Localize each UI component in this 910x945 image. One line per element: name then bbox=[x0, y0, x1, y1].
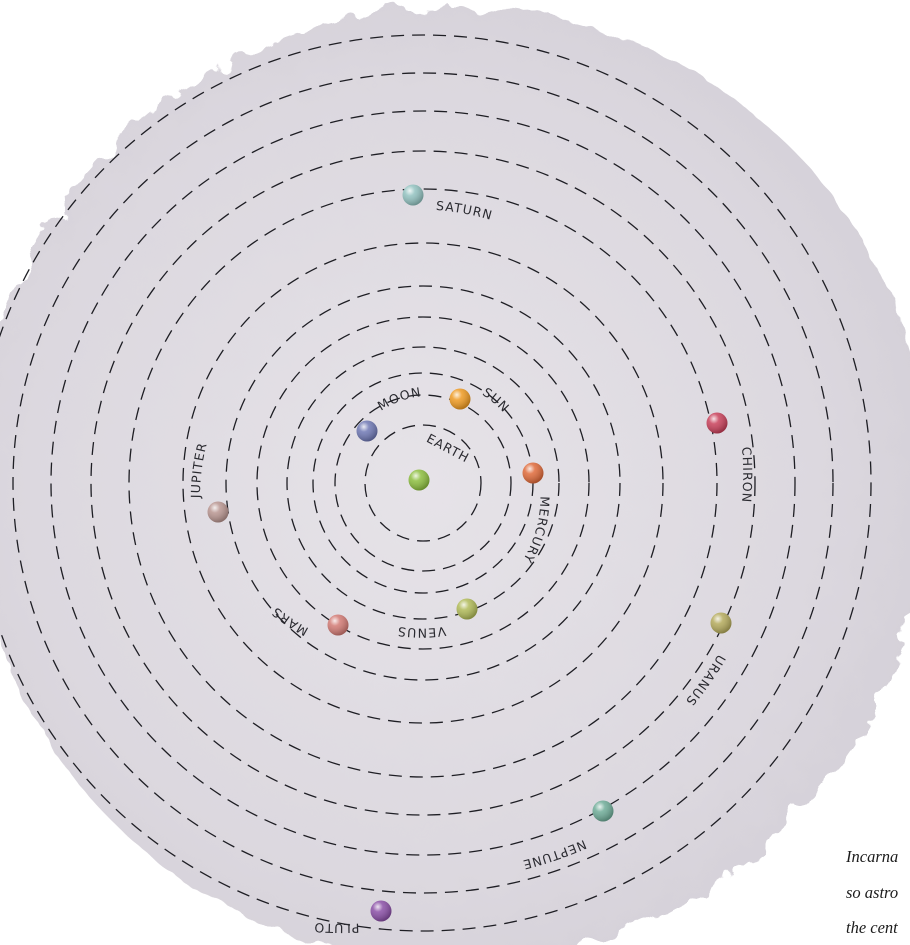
orbit-1 bbox=[364, 424, 482, 542]
jupiter-planet bbox=[207, 501, 229, 523]
orbit-9 bbox=[90, 150, 756, 816]
pluto-planet bbox=[370, 900, 392, 922]
orbit-8 bbox=[128, 188, 718, 778]
orbits bbox=[0, 34, 872, 932]
sun-planet bbox=[449, 388, 471, 410]
mars-planet bbox=[327, 614, 349, 636]
orbit-11 bbox=[12, 72, 834, 894]
orbit-5 bbox=[256, 316, 590, 650]
saturn-planet bbox=[402, 184, 424, 206]
caption-line-1: Incarna bbox=[846, 847, 899, 866]
chiron-label: CHIRON bbox=[739, 446, 755, 503]
chiron-planet bbox=[706, 412, 728, 434]
earth-planet bbox=[408, 469, 430, 491]
orbit-12 bbox=[0, 34, 872, 932]
orbit-10 bbox=[50, 110, 796, 856]
bodies bbox=[207, 184, 732, 922]
venus-planet bbox=[456, 598, 478, 620]
orbit-7 bbox=[182, 242, 664, 724]
uranus-planet bbox=[710, 612, 732, 634]
caption-line-3: the cent bbox=[846, 918, 898, 937]
orbit-6 bbox=[225, 285, 621, 681]
orbit-4 bbox=[286, 346, 560, 620]
venus-label: VENUS bbox=[396, 624, 447, 641]
moon-planet bbox=[356, 420, 378, 442]
orbit-2 bbox=[334, 394, 512, 572]
neptune-planet bbox=[592, 800, 614, 822]
background-disc bbox=[0, 7, 910, 945]
pluto-label: PLUTO bbox=[313, 920, 360, 936]
mercury-planet bbox=[522, 462, 544, 484]
caption-line-2: so astro bbox=[846, 883, 899, 902]
